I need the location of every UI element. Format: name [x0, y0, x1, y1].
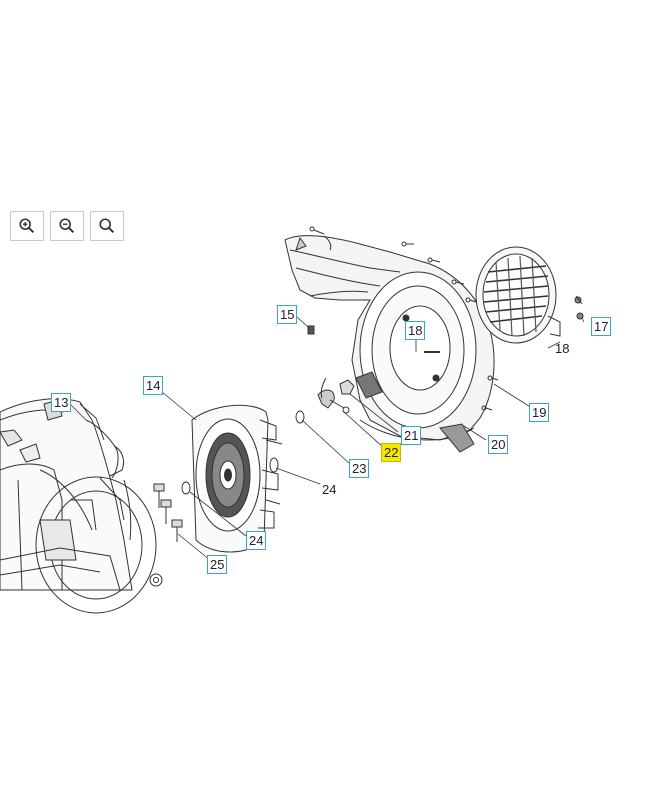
magnifier-icon — [99, 218, 115, 234]
zoom-out-button[interactable] — [50, 211, 84, 241]
nut-21 — [339, 379, 355, 395]
fan-housing — [284, 235, 495, 453]
callout-20[interactable]: 20 — [488, 435, 509, 454]
washer-24b — [181, 481, 191, 495]
zoom-in-button[interactable] — [10, 211, 44, 241]
housing-screws — [309, 226, 499, 411]
zoom-out-icon — [59, 218, 75, 234]
grille-cover — [475, 246, 561, 344]
leader-lines — [69, 315, 585, 561]
zoom-toolbar — [10, 211, 124, 241]
callout-19[interactable]: 19 — [529, 403, 550, 422]
callout-23[interactable]: 23 — [349, 459, 370, 478]
callout-13[interactable]: 13 — [51, 393, 72, 412]
callout-24-plain: 24 — [322, 482, 337, 497]
callout-18[interactable]: 18 — [405, 321, 426, 340]
callout-14[interactable]: 14 — [143, 376, 164, 395]
washer-24 — [269, 457, 279, 473]
engine-housing — [0, 398, 163, 614]
bolt-15 — [307, 325, 315, 335]
small-screws-17 — [574, 295, 584, 320]
zoom-reset-button[interactable] — [90, 211, 124, 241]
callout-17[interactable]: 17 — [591, 317, 612, 336]
callout-24[interactable]: 24 — [246, 531, 267, 550]
terminal-clip — [317, 377, 350, 414]
callout-21[interactable]: 21 — [401, 426, 422, 445]
callout-18-plain: 18 — [555, 341, 570, 356]
callout-15[interactable]: 15 — [277, 305, 298, 324]
callout-25[interactable]: 25 — [207, 555, 228, 574]
callout-22-highlighted[interactable]: 22 — [381, 443, 402, 462]
impeller-fan — [191, 404, 283, 553]
zoom-in-icon — [19, 218, 35, 234]
bolts — [153, 483, 183, 542]
washer-23 — [295, 410, 305, 424]
